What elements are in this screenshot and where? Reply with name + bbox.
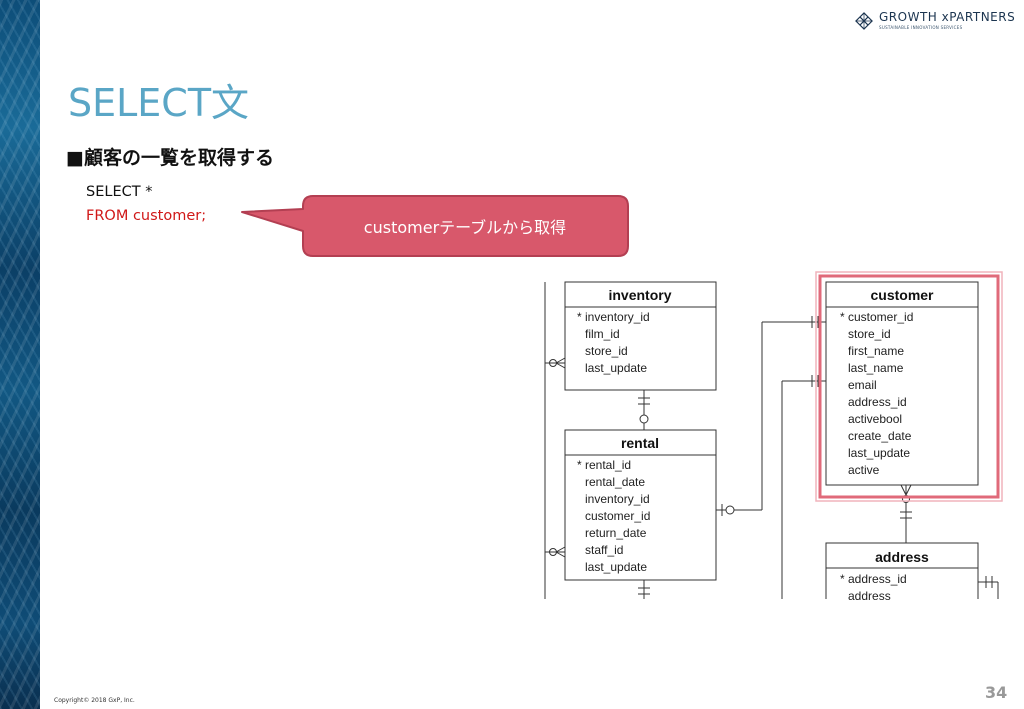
callout-text: customerテーブルから取得	[363, 218, 567, 237]
page-number: 34	[985, 683, 1008, 702]
inventory-field: last_update	[585, 361, 647, 375]
customer-highlight-frame	[818, 274, 1000, 499]
decorative-side-band	[0, 0, 40, 709]
rental-table-name: rental	[621, 435, 659, 451]
sql-code: SELECT * FROM customer;	[86, 180, 206, 228]
inventory-field: store_id	[585, 344, 628, 358]
logo-subtitle: SUSTAINABLE INNOVATION SERVICES	[879, 25, 963, 30]
rental-field: * rental_id	[577, 458, 631, 472]
address-field: * address_id	[840, 572, 907, 586]
inventory-table: inventory * inventory_id film_id store_i…	[564, 281, 717, 391]
rental-field: return_date	[585, 526, 647, 540]
address-table-name: address	[875, 549, 929, 565]
address-field: address	[848, 589, 891, 603]
inventory-field: * inventory_id	[577, 310, 650, 324]
inventory-field: film_id	[585, 327, 620, 341]
customer-field: last_update	[848, 446, 910, 460]
customer-field: first_name	[848, 344, 904, 358]
company-logo: GROWTH xPARTNERS SUSTAINABLE INNOVATION …	[855, 11, 1015, 30]
customer-field: email	[848, 378, 877, 392]
sql-select-line: SELECT *	[86, 184, 153, 200]
rental-field: rental_date	[585, 475, 645, 489]
customer-field: create_date	[848, 429, 912, 443]
rental-field: last_update	[585, 560, 647, 574]
inventory-table-name: inventory	[608, 287, 671, 303]
rental-field: staff_id	[585, 543, 623, 557]
customer-field: * customer_id	[840, 310, 913, 324]
page-title: SELECT文	[68, 81, 250, 125]
customer-table-name: customer	[870, 287, 934, 303]
rental-field: inventory_id	[585, 492, 650, 506]
rental-table: rental * rental_id rental_date inventory…	[564, 429, 717, 581]
sql-from-line: FROM customer;	[86, 208, 207, 224]
customer-field: activebool	[848, 412, 902, 426]
copyright-text: Copyright© 2018 GxP, Inc.	[54, 697, 135, 704]
logo-mark-icon	[855, 11, 873, 30]
logo-title: GROWTH xPARTNERS	[879, 10, 1016, 24]
customer-field: last_name	[848, 361, 904, 375]
address-table: address * address_id address	[825, 542, 979, 603]
customer-field: address_id	[848, 395, 907, 409]
customer-table: customer * customer_id store_id first_na…	[825, 281, 979, 486]
rental-field: customer_id	[585, 509, 650, 523]
customer-field: store_id	[848, 327, 891, 341]
customer-field: active	[848, 463, 880, 477]
section-subtitle: ■顧客の一覧を取得する	[66, 147, 274, 169]
